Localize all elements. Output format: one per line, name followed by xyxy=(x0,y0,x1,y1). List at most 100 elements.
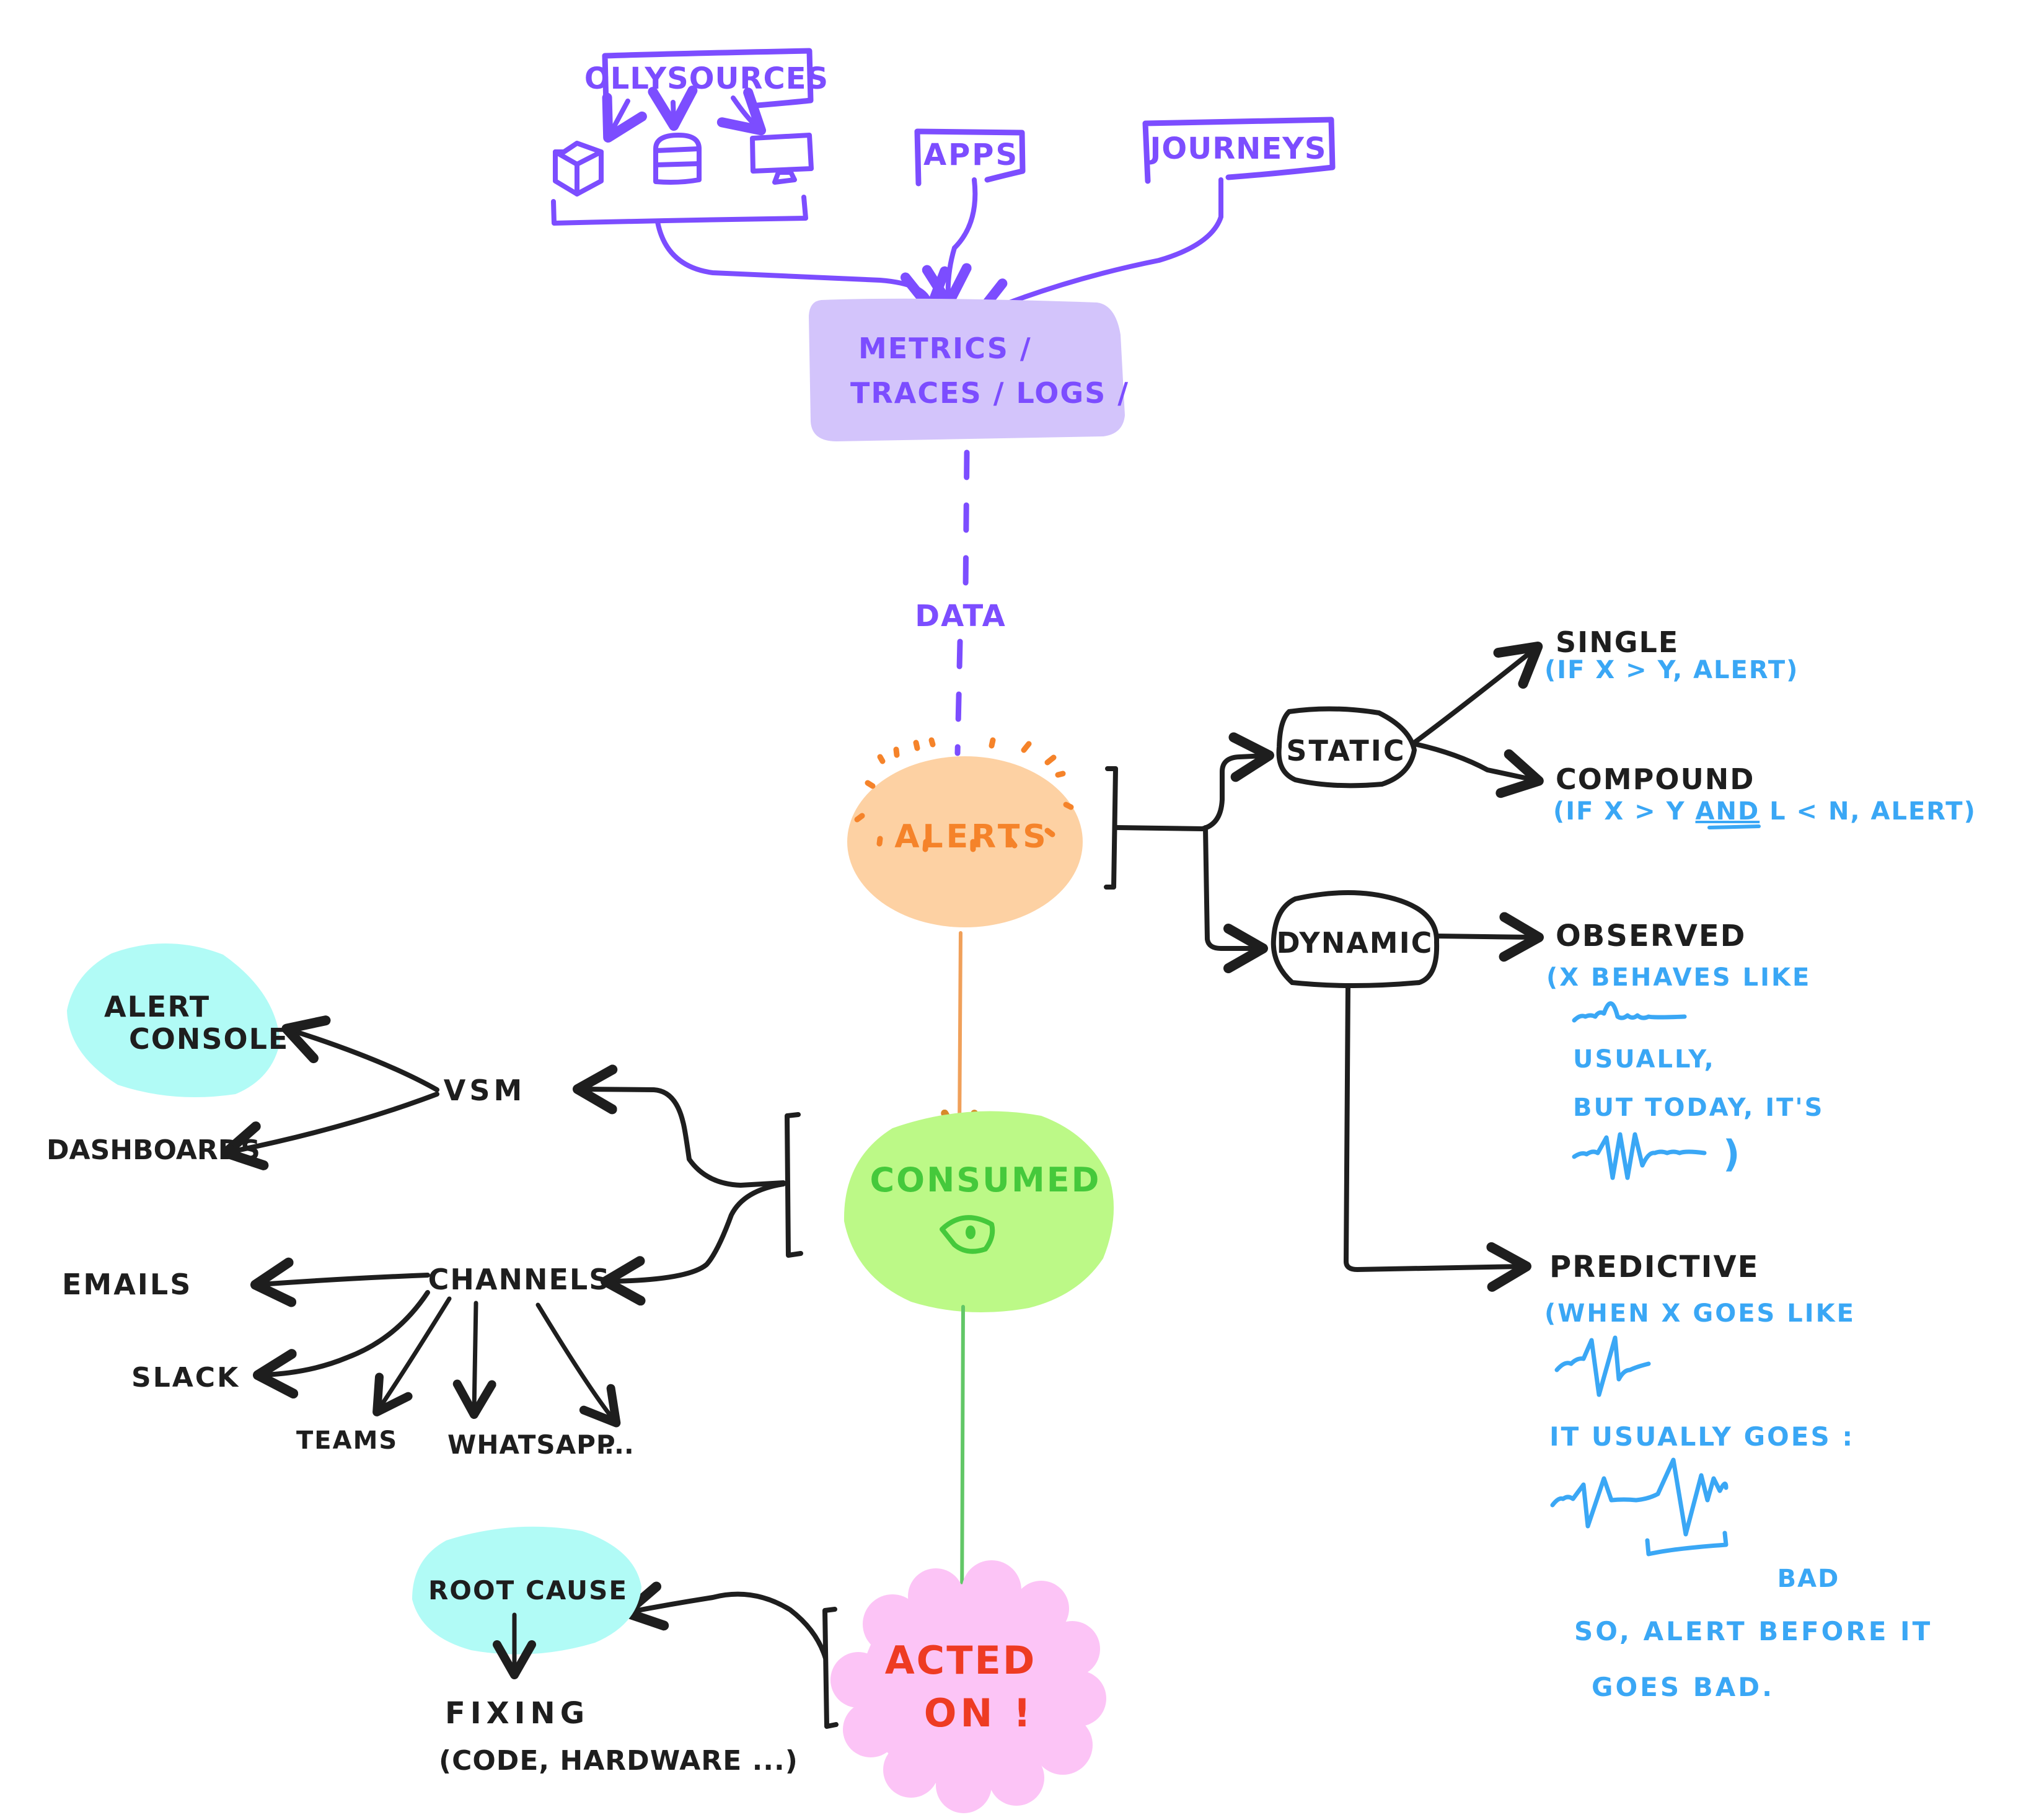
compound-desc-after: L < N, ALERT) xyxy=(1760,797,1976,826)
acted-on-to-root-cause-line xyxy=(621,1581,828,1661)
compound-desc-before: (IF X > Y xyxy=(1553,797,1696,826)
channels-to-slack-arrow xyxy=(263,1292,428,1376)
more-channels-label: ... xyxy=(604,1429,634,1460)
sources-to-telemetry-arrow xyxy=(655,219,950,314)
alert-console-blob xyxy=(67,943,280,1097)
monitor-icon xyxy=(750,133,814,185)
observed-title: OBSERVED xyxy=(1556,919,1746,953)
acted-on-node: ACTED ON ! xyxy=(830,1560,1106,1813)
usual-wave-icon xyxy=(1572,1001,1687,1023)
alert-console-line-2: CONSOLE xyxy=(129,1022,289,1056)
vsm-label: VSM xyxy=(444,1074,526,1107)
channels-label: CHANNELS xyxy=(428,1263,611,1296)
consumed-node: CONSUMED xyxy=(843,1111,1114,1313)
dynamic-label: DYNAMIC xyxy=(1277,926,1434,960)
whatsapp-label: WHATSAPP xyxy=(447,1429,616,1460)
single-desc: (IF X > Y, ALERT) xyxy=(1544,656,1799,684)
data-dashed-line-lower xyxy=(954,638,963,756)
conclusion-line-2: GOES BAD. xyxy=(1592,1672,1774,1702)
dynamic-to-observed-arrow xyxy=(1435,912,1544,962)
dashboards-label: DASHBOARDS xyxy=(46,1134,260,1166)
telemetry-line2: TRACES / LOGS / xyxy=(850,376,1129,410)
channels-to-more-arrow xyxy=(535,1302,621,1428)
alerts-to-dynamic-arrow xyxy=(1203,825,1268,973)
prediction-wave-icon xyxy=(1550,1457,1729,1537)
fixing-label: FIXING xyxy=(445,1696,589,1731)
journeys-to-telemetry-arrow xyxy=(972,177,1223,325)
root-cause-node: ROOT CAUSE xyxy=(412,1526,641,1654)
alerts-ticks xyxy=(854,737,1074,852)
static-node: STATIC xyxy=(1276,706,1417,789)
telemetry-node: METRICS / TRACES / LOGS / xyxy=(809,298,1129,441)
compound-title: COMPOUND xyxy=(1556,762,1755,796)
data-dashed-line xyxy=(962,449,970,592)
predictive-line-1: (WHEN X GOES LIKE xyxy=(1544,1299,1856,1328)
observed-line-1: (X BEHAVES LIKE xyxy=(1546,963,1811,992)
compound-desc: (IF X > Y AND L < N, ALERT) xyxy=(1553,797,1976,826)
and-underline xyxy=(1707,824,1761,829)
alerts-node: ALERTS xyxy=(847,737,1083,927)
consumed-label: CONSUMED xyxy=(870,1160,1101,1199)
slack-label: SLACK xyxy=(131,1362,240,1394)
telemetry-box xyxy=(809,298,1125,441)
olly-sources-group: OLLYSOURCES xyxy=(551,48,829,226)
acted-on-line-2: ON ! xyxy=(924,1690,1034,1736)
data-label: DATA xyxy=(915,599,1006,634)
precursor-wave-icon xyxy=(1554,1335,1651,1397)
static-outline xyxy=(1276,706,1417,789)
apps-box xyxy=(914,128,1026,187)
alert-console-node: ALERT CONSOLE xyxy=(67,943,289,1097)
dynamic-to-predictive-arrow xyxy=(1344,984,1531,1292)
consumed-to-channels-arrow xyxy=(601,1182,786,1306)
alerts-branch-line xyxy=(1113,732,1274,831)
arrow-to-monitor xyxy=(716,87,766,136)
acted-on-blob xyxy=(830,1560,1106,1813)
journeys-box xyxy=(1142,117,1336,184)
alerts-to-consumed-arrow xyxy=(941,931,979,1143)
acted-on-left-bracket xyxy=(822,1607,839,1729)
journeys-group: JOURNEYS xyxy=(1142,117,1336,184)
alert-console-line-1: ALERT xyxy=(104,990,210,1023)
teams-label: TEAMS xyxy=(296,1426,398,1455)
emails-label: EMAILS xyxy=(62,1268,192,1301)
cube-icon xyxy=(553,141,604,197)
channels-to-whatsapp-arrow xyxy=(452,1301,496,1419)
apps-label: APPS xyxy=(923,138,1019,172)
vsm-to-alert-console-arrow xyxy=(281,1015,439,1092)
arrow-to-database xyxy=(648,85,698,131)
sources-bracket xyxy=(551,195,808,226)
olly-sources-label: OLLYSOURCES xyxy=(584,61,829,96)
consumed-to-vsm-arrow xyxy=(573,1064,786,1188)
apps-to-telemetry-arrow xyxy=(922,177,978,309)
channels-to-slack-arrow-line xyxy=(253,1290,430,1399)
consumed-blob xyxy=(843,1111,1114,1313)
channels-to-teams-arrow xyxy=(372,1296,452,1416)
acted-on-line-1: ACTED xyxy=(885,1638,1037,1683)
compound-desc-and: AND xyxy=(1696,797,1760,826)
predictive-title: PREDICTIVE xyxy=(1549,1250,1759,1284)
single-title: SINGLE xyxy=(1556,625,1679,659)
vsm-to-dashboards-arrow xyxy=(221,1092,439,1170)
observed-line-3: BUT TODAY, IT'S xyxy=(1573,1093,1825,1122)
predictive-line-2: IT USUALLY GOES : xyxy=(1549,1421,1854,1452)
conclusion-line-1: SO, ALERT BEFORE IT xyxy=(1574,1616,1932,1646)
database-icon xyxy=(653,133,702,185)
observed-close-paren: ) xyxy=(1723,1133,1740,1176)
anomaly-wave-icon xyxy=(1572,1132,1707,1180)
root-cause-label: ROOT CAUSE xyxy=(428,1575,628,1606)
bad-label: BAD xyxy=(1777,1565,1840,1593)
fixing-desc: (CODE, HARDWARE ...) xyxy=(439,1745,798,1777)
dynamic-outline xyxy=(1271,890,1440,988)
arrow-to-cube xyxy=(602,92,647,143)
consumed-to-acted-on-arrow xyxy=(943,1305,981,1622)
observed-line-2: USUALLY, xyxy=(1573,1045,1715,1074)
root-cause-blob xyxy=(412,1526,641,1654)
dynamic-node: DYNAMIC xyxy=(1271,890,1440,988)
alerts-label: ALERTS xyxy=(894,818,1049,855)
channels-to-emails-arrow xyxy=(250,1257,430,1307)
static-label: STATIC xyxy=(1286,734,1406,767)
consumed-left-bracket xyxy=(785,1112,803,1258)
olly-sources-box xyxy=(602,48,814,108)
alerts-blob xyxy=(847,756,1083,927)
